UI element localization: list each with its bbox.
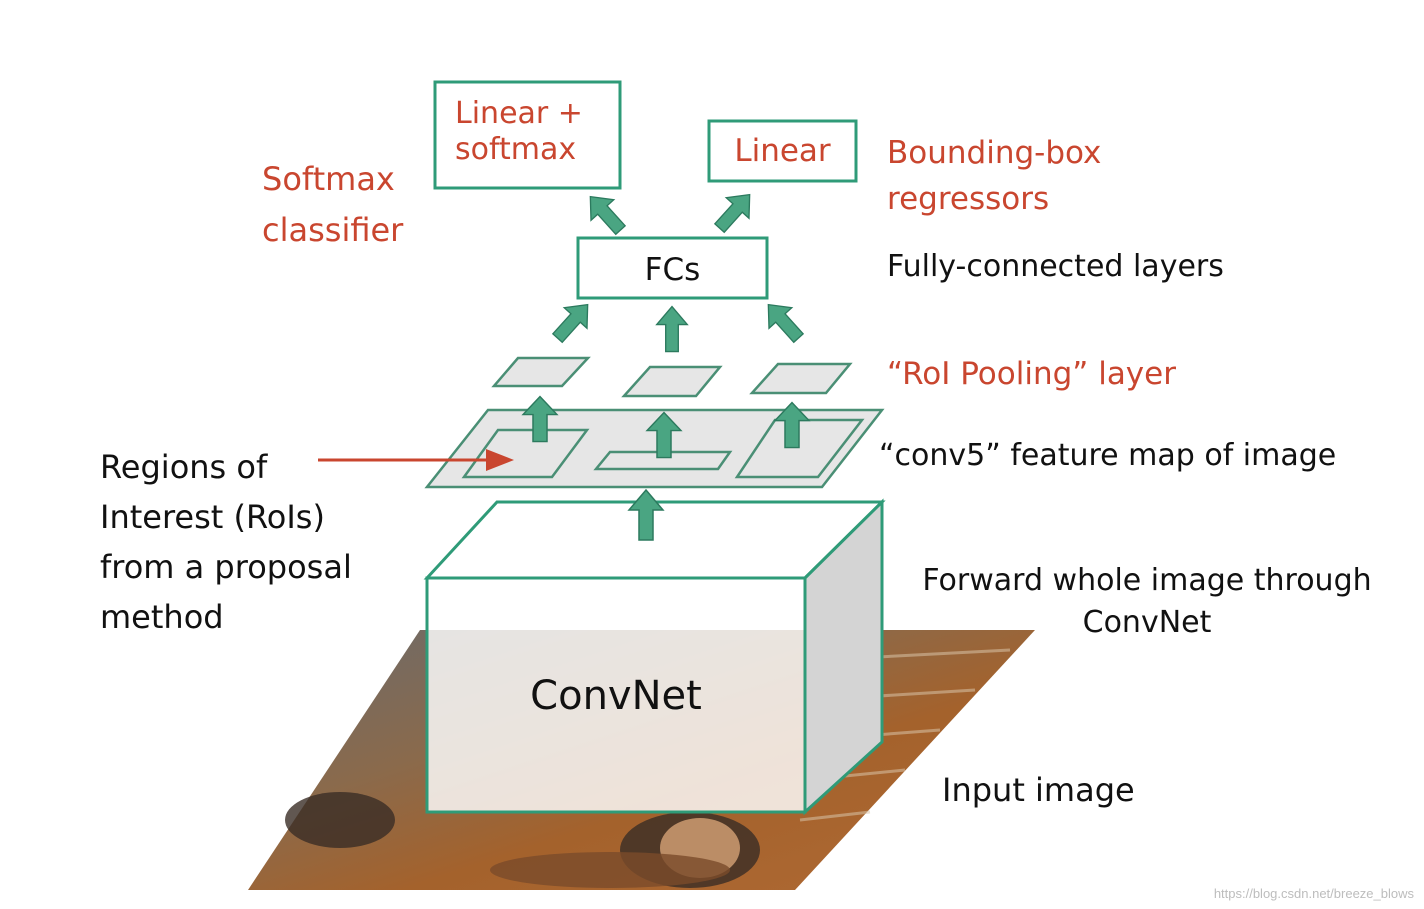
- pooled-feature-3: [749, 362, 853, 395]
- arrow-up-right-icon: [545, 293, 600, 349]
- convnet-box-text: ConvNet: [530, 673, 702, 719]
- input-image-label: Input image: [942, 771, 1135, 809]
- arrow-up-right-icon: [707, 183, 762, 239]
- linear-softmax-box: [433, 80, 622, 190]
- pooled-feature-2: [621, 365, 723, 398]
- linear-box-text: Linear: [734, 133, 831, 169]
- convnet-box: [423, 498, 886, 816]
- fcs-box-text: FCs: [644, 252, 701, 288]
- rois-label: Regions of Interest (RoIs) from a propos…: [100, 448, 352, 636]
- pooled-feature-1: [491, 356, 591, 388]
- bbox-regressors-label: Bounding-box regressors: [887, 135, 1102, 217]
- roi-pointer-arrow: [318, 449, 514, 471]
- conv5-feature-map: [424, 408, 885, 489]
- forward-label: Forward whole image through ConvNet: [922, 563, 1372, 640]
- roi-pooling-label: “RoI Pooling” layer: [887, 356, 1176, 392]
- fcs-box: [576, 236, 769, 300]
- softmax-classifier-label: Softmax classifier: [262, 160, 404, 249]
- roi-pooling-layer: [491, 356, 853, 398]
- watermark: https://blog.csdn.net/breeze_blows: [1213, 886, 1414, 901]
- roi-box-2: [593, 450, 733, 471]
- roi-box-3: [734, 418, 865, 479]
- linear-softmax-text: Linear + softmax: [455, 96, 583, 167]
- fully-connected-label: Fully-connected layers: [887, 249, 1224, 284]
- arrow-up-left-icon: [756, 293, 811, 349]
- arrow-up-icon: [656, 305, 688, 353]
- linear-box: [707, 119, 858, 183]
- conv5-label: “conv5” feature map of image: [879, 438, 1337, 473]
- arrow-up-left-icon: [578, 185, 633, 241]
